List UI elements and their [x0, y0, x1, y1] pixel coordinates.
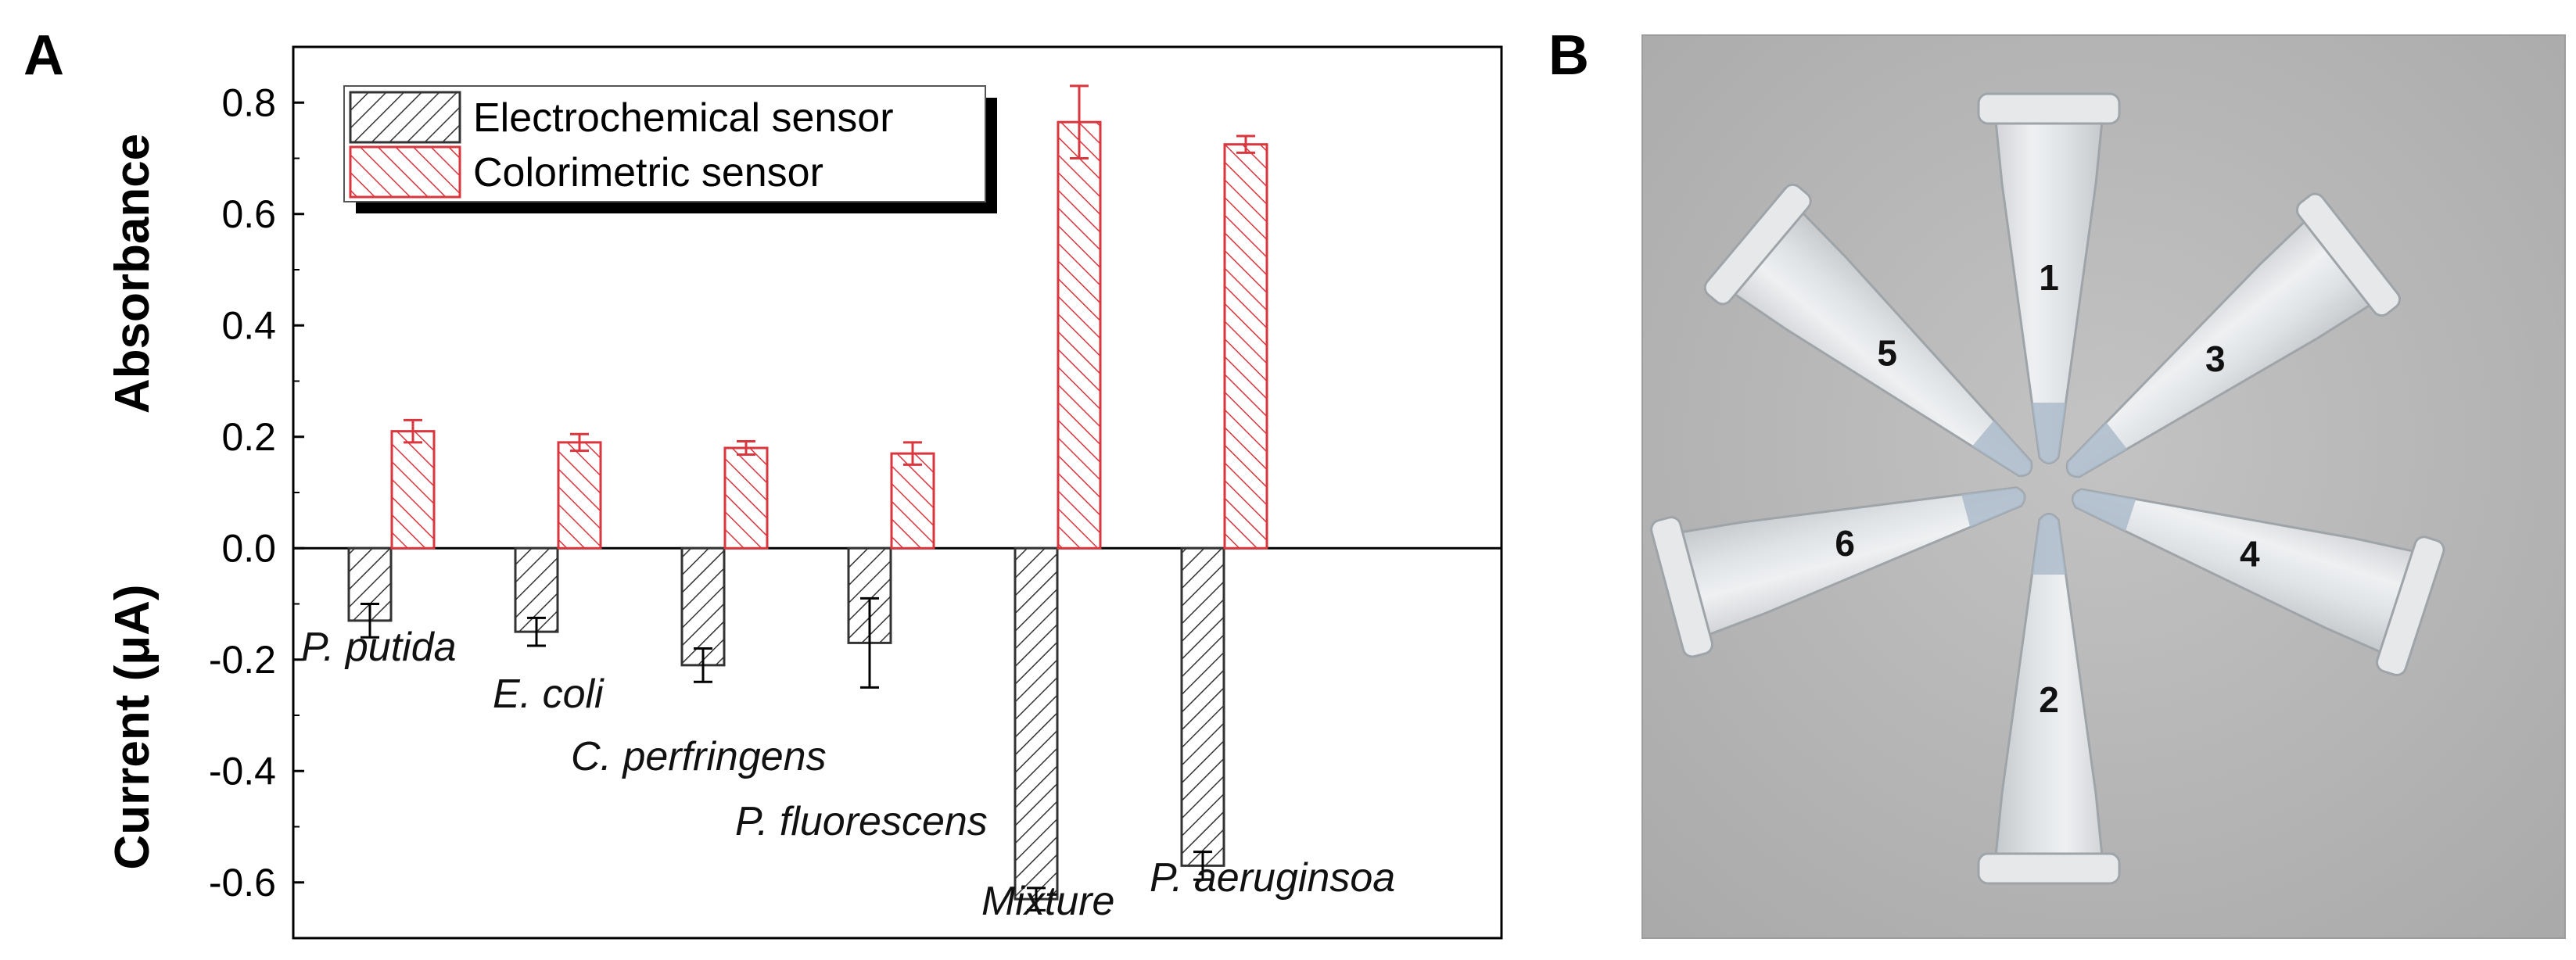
errorbar-electrochemical [694, 647, 712, 683]
legend-label-colorimetric: Colorimetric sensor [473, 150, 823, 195]
bar-colorimetric [1223, 143, 1268, 550]
legend-swatch-electrochemical [349, 91, 461, 144]
y-tick-label: 0.0 [221, 526, 276, 570]
errorbar-colorimetric [1070, 84, 1089, 159]
category-label: P. putida [301, 625, 457, 670]
tube-number: 4 [2240, 533, 2260, 574]
errorbar-electrochemical [1027, 887, 1046, 912]
y-axis-title-top: Absorbance [106, 134, 160, 414]
tube-liquid [2032, 514, 2066, 575]
bar-electrochemical [1180, 546, 1225, 867]
tube [1977, 92, 2121, 464]
y-axis-title-bottom: Current (μA) [106, 584, 160, 869]
y-tick-label: -0.4 [209, 749, 276, 793]
tube-liquid [1971, 420, 2032, 476]
tube-cap [2375, 536, 2445, 677]
bar-colorimetric [1057, 120, 1102, 550]
tube-cap [2295, 192, 2402, 317]
tube-number: 2 [2039, 679, 2059, 720]
tube [2065, 192, 2402, 478]
errorbar-colorimetric [903, 441, 922, 466]
tube-cap [1650, 516, 1714, 658]
errorbar-colorimetric [404, 418, 422, 444]
errorbar-colorimetric [737, 439, 755, 457]
bar-electrochemical [680, 546, 726, 667]
errorbar-electrochemical [1193, 851, 1212, 881]
tube-number: 5 [1877, 332, 1897, 373]
errorbar-electrochemical [361, 603, 379, 639]
category-label: P. aeruginsoa [1150, 855, 1395, 901]
category-label: Mixture [981, 879, 1114, 924]
bars-group [347, 84, 1268, 912]
y-tick-label: -0.2 [209, 638, 276, 682]
y-tick-label: -0.6 [209, 861, 276, 904]
y-tick-label: 0.2 [221, 415, 276, 459]
tube-cap [1977, 852, 2121, 885]
bar-colorimetric [557, 441, 602, 550]
tube-number: 3 [2205, 339, 2226, 379]
photo-background [1641, 34, 2566, 939]
tube [2071, 488, 2445, 677]
tube-liquid [2072, 489, 2137, 532]
bar-chart: A 0.80.60.40.20.0-0.2-0.4-0.6 P. putidaE… [23, 24, 1503, 940]
bar-colorimetric [890, 452, 935, 550]
category-labels: P. putida E. coli C. perfringens P. fluores… [301, 625, 1395, 924]
tubes-group: 1 2 3 4 5 6 [1650, 92, 2445, 885]
tube-cap [1703, 183, 1812, 306]
legend: Electrochemical sensor Colorimetric sens… [343, 85, 997, 213]
legend-swatch-colorimetric [349, 145, 461, 199]
errorbar-electrochemical [527, 616, 546, 647]
category-label: C. perfringens [571, 734, 827, 779]
bar-colorimetric [723, 446, 769, 550]
errorbar-colorimetric [1236, 134, 1255, 154]
bar-colorimetric [390, 430, 436, 550]
errorbar-electrochemical [860, 596, 879, 689]
tube-liquid [2067, 421, 2128, 477]
bar-electrochemical [1014, 546, 1059, 901]
y-tick-label: 0.6 [221, 192, 276, 236]
category-label: P. fluorescens [735, 799, 988, 844]
legend-label-electrochemical: Electrochemical sensor [473, 95, 894, 141]
y-tick-label: 0.4 [221, 303, 276, 347]
tube [1703, 183, 2033, 477]
panel-label-b: B [1548, 24, 1589, 87]
tube-liquid [2032, 403, 2066, 464]
y-tick-label: 0.8 [221, 81, 276, 124]
category-label: E. coli [493, 672, 605, 717]
tube-liquid [1961, 487, 2025, 528]
tube-number: 6 [1835, 523, 1855, 564]
tube-number: 1 [2039, 257, 2059, 298]
errorbar-colorimetric [570, 432, 589, 453]
tubes-photo: B 1 2 3 4 5 6 [1548, 24, 2566, 939]
panel-label-a: A [23, 24, 64, 87]
tube-cap [1977, 92, 2121, 125]
tube [1977, 513, 2121, 885]
y-axis-ticks: 0.8 0.6 0.4 0.2 0.0 -0.2 -0.4 -0.6 [209, 46, 304, 939]
tube [1650, 486, 2026, 658]
